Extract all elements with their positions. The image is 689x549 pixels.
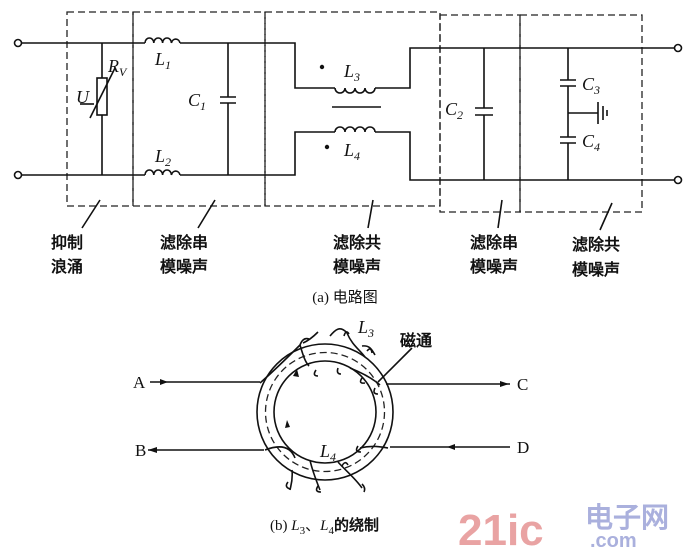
- label-l1: L1: [154, 49, 171, 72]
- section-label-4-line2: 模噪声: [470, 257, 518, 276]
- section-label-3-line2: 模噪声: [333, 257, 381, 276]
- label-u: U: [76, 87, 90, 107]
- label-l4: L4: [343, 140, 360, 163]
- section-boxes: [66, 11, 643, 213]
- section-label-4-line1: 滤除串: [470, 233, 518, 252]
- watermark-brand: 21ic: [458, 506, 544, 549]
- section-label-2-line1: 滤除串: [160, 233, 208, 252]
- caption-b: (b) L3、L4的绕制: [270, 516, 379, 537]
- label-c4: C4: [582, 131, 600, 154]
- inductor-l2: [144, 169, 181, 176]
- section-label-3-line1: 滤除共: [333, 233, 381, 252]
- label-toroid-l3: L3: [357, 317, 374, 340]
- section-label-1-line2: 浪涌: [51, 257, 83, 276]
- capacitor-c2: [475, 48, 493, 180]
- label-l2: L2: [154, 146, 171, 169]
- input-terminal-top: [13, 38, 23, 48]
- terminal-a: A: [133, 373, 146, 392]
- label-c2: C2: [445, 99, 463, 122]
- toroid-diagram: A C B D L3 L4 磁通 (b) L3、L4的绕制: [133, 317, 529, 537]
- polarity-dot-l4: [324, 144, 330, 150]
- section-label-5-line1: 滤除共: [572, 235, 620, 254]
- section-label-2-line2: 模噪声: [160, 257, 208, 276]
- watermark-logo: 21ic 电子网 .com: [458, 501, 669, 549]
- capacitor-c1: [220, 43, 236, 175]
- terminal-d: D: [517, 438, 529, 457]
- output-terminal-top: [673, 43, 683, 53]
- flux-leader: [377, 347, 413, 383]
- toroid-outer: [256, 343, 394, 481]
- wires: [13, 37, 683, 185]
- polarity-dot-l3: [319, 64, 325, 70]
- flux-label: 磁通: [400, 331, 432, 350]
- capacitor-c4: [560, 136, 576, 180]
- output-terminal-bottom: [673, 175, 683, 185]
- watermark-domain: .com: [590, 530, 637, 549]
- label-c1: C1: [188, 90, 206, 113]
- inductor-l1: [144, 37, 181, 44]
- section-labels: 抑制 浪涌 滤除串 模噪声 滤除共 模噪声 滤除串 模噪声 滤除共 模噪声 (a…: [51, 199, 620, 306]
- ground-icon: [568, 102, 608, 124]
- toroid-inner: [273, 360, 377, 464]
- section-label-5-line2: 模噪声: [572, 260, 620, 279]
- terminal-c: C: [517, 375, 528, 394]
- capacitor-c3: [560, 48, 576, 137]
- inductor-l3: [334, 87, 376, 94]
- terminal-b: B: [135, 441, 146, 460]
- flux-path: [264, 351, 386, 473]
- label-l3: L3: [343, 61, 360, 84]
- caption-a: (a) 电路图: [312, 289, 377, 306]
- label-toroid-l4: L4: [319, 441, 336, 464]
- watermark-cn: 电子网: [585, 501, 669, 534]
- inductor-l4: [334, 126, 376, 133]
- label-c3: C3: [582, 74, 600, 97]
- section-label-1-line1: 抑制: [51, 233, 83, 252]
- component-labels: U RV L1 L2 C1 L3 L4 C2 C3 C4: [76, 49, 600, 169]
- varistor-rv: [96, 77, 108, 116]
- label-rv: RV: [107, 56, 128, 79]
- input-terminal-bottom: [13, 170, 23, 180]
